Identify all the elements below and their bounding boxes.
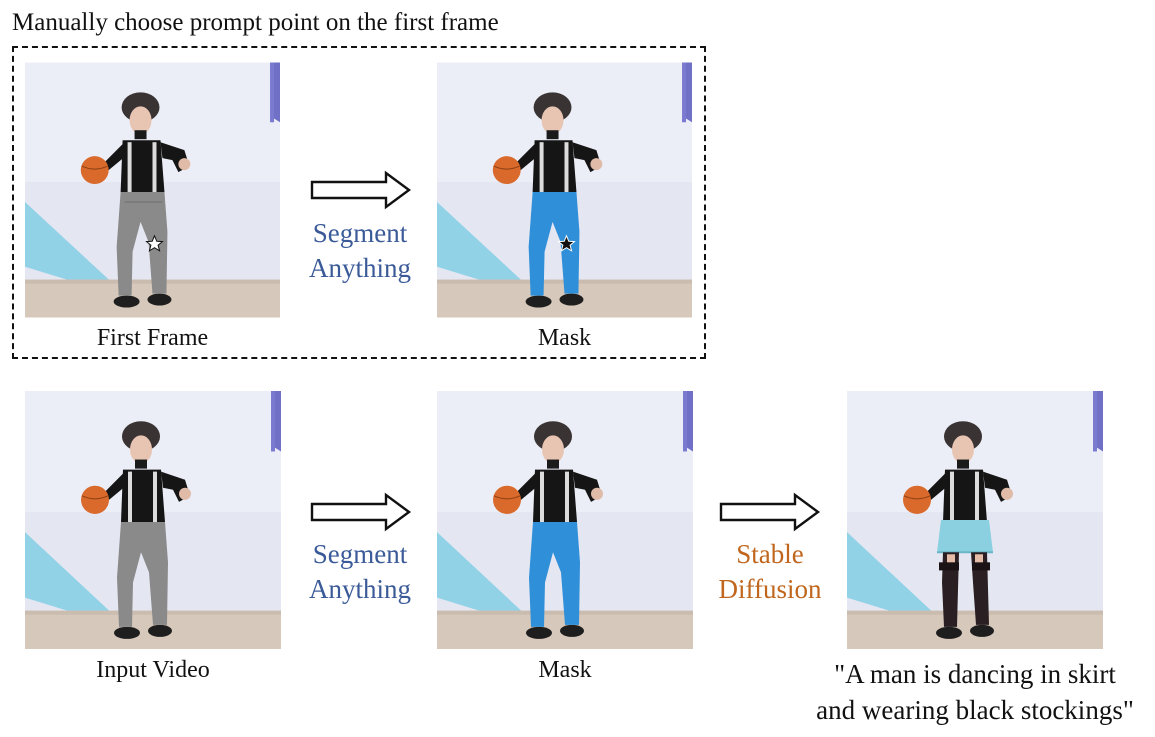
segment-anything-line1: Segment	[312, 539, 408, 569]
mask-caption-bottom: Mask	[538, 657, 592, 683]
star-marker-icon	[145, 234, 164, 252]
stable-diffusion-line1: Stable	[736, 539, 804, 569]
right-arrow-icon	[310, 170, 412, 210]
segment-anything-label: Segment Anything	[290, 216, 430, 286]
first-frame-caption: First Frame	[96, 325, 209, 351]
star-marker-icon	[557, 234, 576, 252]
mask-image-bottom	[437, 391, 693, 649]
prompt-text: "A man is dancing in skirt and wearing b…	[790, 656, 1155, 728]
segment-anything-line2: Anything	[308, 253, 411, 283]
input-video-image	[25, 391, 281, 649]
first-frame-image	[25, 62, 280, 318]
mask-image-top	[437, 62, 692, 318]
figure-title: Manually choose prompt point on the firs…	[12, 9, 499, 36]
stable-diffusion-label: Stable Diffusion	[700, 537, 840, 607]
output-image	[847, 391, 1103, 649]
input-video-caption: Input Video	[96, 657, 210, 683]
prompt-line1: "A man is dancing in skirt	[834, 659, 1116, 689]
segment-anything-line1: Segment	[312, 218, 408, 248]
mask-caption-top: Mask	[537, 325, 592, 351]
right-arrow-icon	[719, 492, 821, 532]
prompt-line2: and wearing black stockings"	[816, 695, 1134, 725]
prompt-point-region	[12, 46, 706, 359]
right-arrow-icon	[310, 492, 412, 532]
segment-anything-line2: Anything	[308, 574, 411, 604]
segment-anything-label-bottom: Segment Anything	[290, 537, 430, 607]
stable-diffusion-line2: Diffusion	[718, 574, 822, 604]
